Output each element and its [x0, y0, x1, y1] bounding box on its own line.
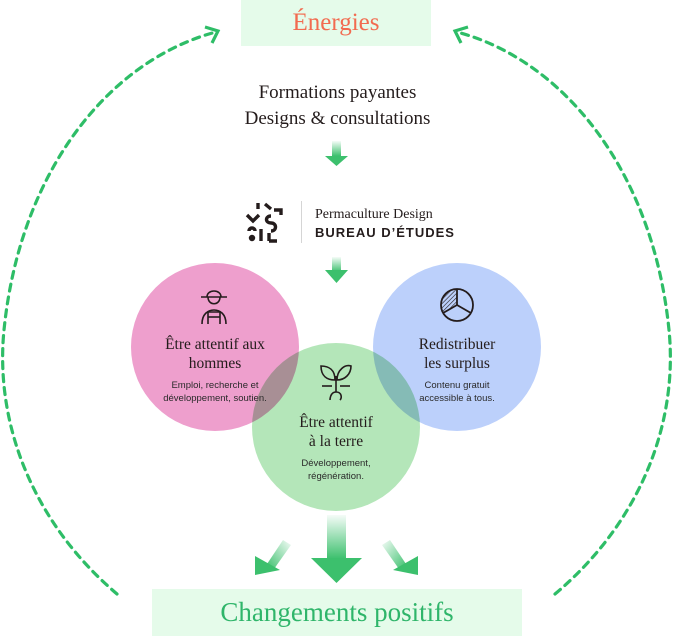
circle-title: hommes [188, 355, 242, 372]
circle-title: Être attentif aux [165, 336, 265, 353]
circle-title: les surplus [424, 355, 490, 372]
down-arrow-icon [325, 257, 348, 283]
circle-description-line: développement, soutien. [163, 393, 267, 404]
circle-description-line: régénération. [308, 471, 364, 482]
circle-description: Développement, régénération. [252, 457, 420, 483]
circle-description-line: Emploi, recherche et [171, 380, 259, 391]
left-loop-arrowhead-icon [204, 25, 221, 44]
left-loop-arc [1, 30, 218, 596]
sprout-icon [320, 364, 352, 401]
energies-label: Énergies [292, 9, 380, 36]
right-loop-arrowhead-icon [452, 25, 469, 44]
logo-subtitle: BUREAU D’ÉTUDES [315, 225, 455, 240]
circle-description-line: accessible à tous. [419, 393, 495, 404]
right-loop-arc [455, 30, 672, 596]
circle-description: Contenu gratuit accessible à tous. [373, 379, 541, 405]
positive-changes-label: Changements positifs [220, 597, 454, 627]
circle-title: Être attentif [299, 414, 373, 431]
pie-share-icon [440, 288, 474, 322]
circle-title: à la terre [308, 433, 364, 450]
circle-terre-text: Être attentif à la terre Développement, … [252, 413, 420, 483]
logo-divider [301, 201, 302, 243]
diagonal-down-right-arrow-icon [382, 540, 418, 575]
bureau-logo-icon [245, 202, 283, 243]
sources-line-2: Designs & consultations [244, 108, 431, 129]
circle-hommes-text: Être attentif aux hommes Emploi, recherc… [131, 335, 299, 405]
circle-terre [252, 343, 420, 511]
big-down-arrow-icon [311, 515, 362, 583]
farmer-icon [201, 290, 227, 325]
positive-changes-box: Changements positifs [152, 589, 522, 636]
energies-box: Énergies [241, 0, 431, 46]
diagonal-down-left-arrow-icon [255, 540, 291, 575]
circle-description-line: Contenu gratuit [424, 380, 490, 391]
logo-title: Permaculture Design [315, 207, 433, 222]
circle-title: Redistribuer [418, 336, 496, 353]
circle-description: Emploi, recherche et développement, sout… [131, 379, 299, 405]
bureau-logo: Permaculture Design BUREAU D’ÉTUDES [245, 197, 465, 249]
sources-line-1: Formations payantes [258, 82, 417, 103]
revenue-sources: Formations payantes Designs & consultati… [200, 80, 475, 132]
circle-surplus-text: Redistribuer les surplus Contenu gratuit… [373, 335, 541, 405]
down-arrow-icon [325, 141, 348, 166]
circle-description-line: Développement, [301, 458, 371, 469]
